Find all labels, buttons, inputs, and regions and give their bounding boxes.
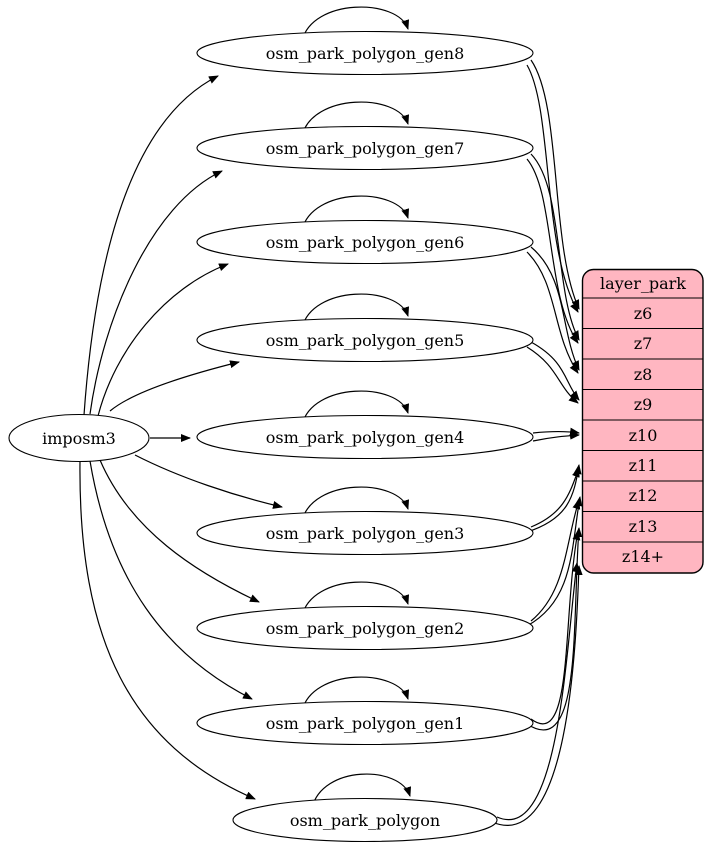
node-gen5-shape — [196, 317, 534, 363]
layer-row-z9-label: z9 — [634, 395, 653, 414]
node-imposm3-label: imposm3 — [42, 429, 116, 448]
layer-row-z13-label: z13 — [629, 517, 658, 536]
node-gen7-shape — [196, 125, 534, 171]
edge-gen7-z7-a — [530, 153, 580, 341]
edge-gen4-z10-b — [532, 431, 580, 442]
node-osm-park-polygon-label: osm_park_polygon — [290, 811, 440, 830]
edge-imposm3-gen5 — [109, 360, 240, 412]
layer-row-z10-label: z10 — [629, 426, 658, 445]
node-osm-park-polygon-gen1: osm_park_polygon_gen1 — [196, 700, 534, 746]
edge-imposm3-osm-park-polygon — [79, 460, 256, 800]
edge-gen3-z11-a — [530, 467, 580, 528]
self-loop-gen4 — [301, 390, 410, 426]
layer-row-z6: z6 — [582, 297, 703, 323]
node-gen8-shape — [196, 30, 534, 76]
edge-gen3-z11-b — [526, 464, 582, 533]
self-loop-osm-park-polygon — [311, 773, 412, 809]
edge-imposm3-gen7 — [89, 170, 223, 415]
node-gen8-label: osm_park_polygon_gen8 — [266, 44, 465, 63]
node-gen1-label: osm_park_polygon_gen1 — [266, 714, 465, 733]
node-osm-park-polygon-shape — [232, 797, 498, 843]
edge-osm-park-polygon-z14-a — [496, 562, 580, 821]
edge-imposm3-gen1 — [89, 460, 253, 700]
layer-row-z10: z10 — [582, 419, 703, 445]
layer-edges — [491, 59, 583, 826]
node-gen6-label: osm_park_polygon_gen6 — [266, 233, 465, 252]
self-loop-gen8 — [301, 6, 410, 42]
layer-row-z8: z8 — [582, 358, 703, 384]
layer-row-z7: z7 — [582, 327, 703, 353]
self-loop-edges — [301, 6, 412, 809]
edge-gen6-z8-a — [530, 246, 580, 371]
node-gen3-label: osm_park_polygon_gen3 — [266, 524, 465, 543]
node-gen2-label: osm_park_polygon_gen2 — [266, 619, 465, 638]
edge-gen6-z8-b — [526, 251, 579, 374]
node-gen4-label: osm_park_polygon_gen4 — [266, 428, 465, 447]
edge-imposm3-gen3 — [134, 454, 283, 509]
node-osm-park-polygon-gen7: osm_park_polygon_gen7 — [196, 125, 534, 171]
node-gen5-label: osm_park_polygon_gen5 — [266, 331, 465, 350]
edge-imposm3-gen8 — [83, 75, 219, 416]
edge-imposm3-gen2 — [99, 459, 260, 603]
layer-row-z12: z12 — [582, 480, 703, 505]
self-loop-gen1 — [301, 676, 410, 712]
node-osm-park-polygon-gen5: osm_park_polygon_gen5 — [196, 317, 534, 363]
node-gen3-shape — [196, 510, 534, 556]
node-osm-park-polygon-gen4: osm_park_polygon_gen4 — [196, 414, 534, 460]
layer-park-table-body — [581, 268, 704, 574]
node-gen7-label: osm_park_polygon_gen7 — [266, 139, 465, 158]
layer-row-z7-label: z7 — [634, 334, 653, 353]
node-gen1-shape — [196, 700, 534, 746]
self-loop-gen5 — [301, 293, 410, 329]
node-imposm3: imposm3 — [8, 413, 150, 463]
layer-row-z11: z11 — [582, 449, 703, 475]
node-osm-park-polygon-gen8: osm_park_polygon_gen8 — [196, 30, 534, 76]
layer-park-header: layer_park — [600, 274, 686, 293]
source-edges — [79, 75, 283, 800]
node-gen2-shape — [196, 605, 534, 651]
self-loop-gen6 — [301, 195, 410, 231]
node-osm-park-polygon-gen3: osm_park_polygon_gen3 — [196, 510, 534, 556]
layer-row-z14plus: z14+ — [582, 541, 703, 566]
node-osm-park-polygon: osm_park_polygon — [232, 797, 498, 843]
layer-row-z11-label: z11 — [629, 456, 658, 475]
edge-gen2-z12-b — [526, 496, 583, 627]
layer-row-z6-label: z6 — [634, 304, 653, 323]
edge-gen7-z7-b — [526, 158, 579, 344]
node-osm-park-polygon-gen2: osm_park_polygon_gen2 — [196, 605, 534, 651]
edge-gen5-z9-b — [526, 346, 579, 404]
node-gen4-shape — [196, 414, 534, 460]
layer-row-z14plus-label: z14+ — [622, 547, 664, 566]
self-loop-gen2 — [301, 581, 410, 617]
layer-row-z13: z13 — [582, 510, 703, 536]
edge-gen8-z6-b — [526, 64, 579, 313]
edge-imposm3-gen6 — [97, 263, 229, 417]
node-imposm3-shape — [8, 413, 150, 463]
layer-park-table: layer_park z6 z7 z8 z9 z10 z11 z12 — [581, 268, 704, 574]
edge-osm-park-polygon-z14-b — [491, 565, 583, 826]
node-osm-park-polygon-gen6: osm_park_polygon_gen6 — [196, 219, 534, 265]
self-loop-gen3 — [301, 486, 410, 522]
layer-row-z8-label: z8 — [634, 365, 653, 384]
layer-row-z12-label: z12 — [629, 486, 658, 505]
layer-row-z9: z9 — [582, 388, 703, 414]
edge-gen2-z12-a — [530, 499, 581, 622]
node-gen6-shape — [196, 219, 534, 265]
edge-gen8-z6-a — [530, 59, 580, 310]
self-loop-gen7 — [301, 101, 410, 137]
edge-gen4-z10-a — [532, 427, 580, 436]
